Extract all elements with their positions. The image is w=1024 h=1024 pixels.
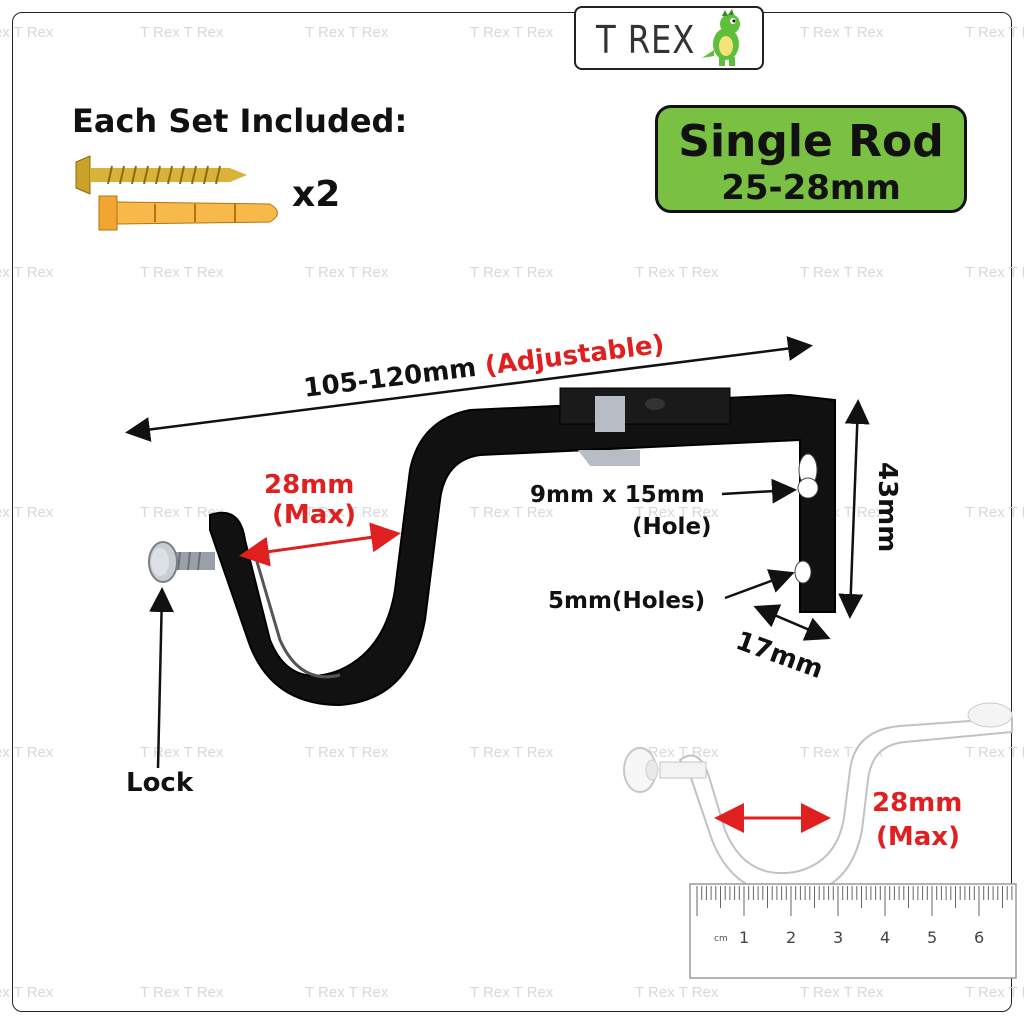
watermark-text: T Rex T Rex <box>965 24 1024 41</box>
quantity-label: x2 <box>292 174 341 215</box>
rod-size: 25-28mm <box>721 168 901 208</box>
ruler-number: 6 <box>974 928 985 947</box>
lock-label: Lock <box>126 768 194 798</box>
watermark-text: T Rex T Rex <box>0 264 54 281</box>
watermark-text: T Rex T Rex <box>470 984 554 1001</box>
product-frame <box>12 12 1012 1012</box>
gap-value: 28mm <box>264 470 355 500</box>
depth-arrow <box>753 604 831 641</box>
inset-gap-note: (Max) <box>876 822 960 852</box>
hole-large-note: (Hole) <box>632 514 712 540</box>
ruler-number: 2 <box>786 928 797 947</box>
watermark-text: T Rex T Rex <box>965 264 1024 281</box>
length-arrow <box>125 336 813 442</box>
watermark-text: T Rex T Rex <box>140 24 224 41</box>
hole-large-value: 9mm x 15mm <box>530 482 705 508</box>
lock-pointer <box>149 587 175 769</box>
watermark-text: T Rex T Rex <box>140 744 224 761</box>
watermark-text: T Rex T Rex <box>305 264 389 281</box>
brand-logo: T REX <box>574 6 764 70</box>
watermark-text: T Rex T Rex <box>470 744 554 761</box>
rod-title: Single Rod <box>678 116 944 167</box>
height-label: 43mm <box>872 462 902 553</box>
watermark-text: T Rex T Rex <box>305 24 389 41</box>
hole-small-pointer <box>724 569 795 600</box>
hole-small-label: 5mm(Holes) <box>548 588 706 614</box>
watermark-text: T Rex T Rex <box>800 264 884 281</box>
watermark-text: T Rex T Rex <box>0 504 54 521</box>
watermark-text: T Rex T Rex <box>800 984 884 1001</box>
watermark-text: T Rex T Rex <box>470 24 554 41</box>
watermark-text: T Rex T Rex <box>305 504 389 521</box>
watermark-text: T Rex T Rex <box>0 984 54 1001</box>
set-included-title: Each Set Included: <box>72 102 408 140</box>
watermark-text: T Rex T Rex <box>305 744 389 761</box>
ruler-number: 3 <box>833 928 844 947</box>
watermark-text: T Rex T Rex <box>140 264 224 281</box>
height-arrow <box>838 399 870 619</box>
watermark-text: T Rex T Rex <box>470 504 554 521</box>
watermark-text: T Rex T Rex <box>140 984 224 1001</box>
wall-plug-icon <box>98 195 278 231</box>
ruler-number: 5 <box>927 928 938 947</box>
watermark-text: T Rex T Rex <box>0 24 54 41</box>
ruler-number: 1 <box>739 928 750 947</box>
white-bracket <box>623 702 1013 897</box>
watermark-text: T Rex T Rex <box>965 504 1024 521</box>
watermark-text: T Rex T Rex <box>965 744 1024 761</box>
dinosaur-icon <box>702 9 740 66</box>
ruler-number: 4 <box>880 928 891 947</box>
inset-gap-value: 28mm <box>872 788 963 818</box>
ruler-unit: cm <box>714 934 728 944</box>
ruler <box>689 883 1017 979</box>
watermark-text: T Rex T Rex <box>635 504 719 521</box>
lock-screw <box>148 541 215 583</box>
screw-icon <box>75 155 247 195</box>
gap-arrow <box>239 522 401 567</box>
watermark-text: T Rex T Rex <box>965 984 1024 1001</box>
rod-size-badge: Single Rod 25-28mm <box>655 105 967 213</box>
hole-large-pointer <box>721 478 797 504</box>
watermark-text: T Rex T Rex <box>0 744 54 761</box>
watermark-text: T Rex T Rex <box>305 984 389 1001</box>
black-bracket <box>209 387 836 707</box>
watermark-text: T Rex T Rex <box>470 264 554 281</box>
brand-name: T REX <box>596 18 696 62</box>
watermark-text: T Rex T Rex <box>800 24 884 41</box>
watermark-text: T Rex T Rex <box>635 264 719 281</box>
watermark-text: T Rex T Rex <box>635 984 719 1001</box>
watermark-text: T Rex T Rex <box>140 504 224 521</box>
gap-note: (Max) <box>272 500 356 530</box>
